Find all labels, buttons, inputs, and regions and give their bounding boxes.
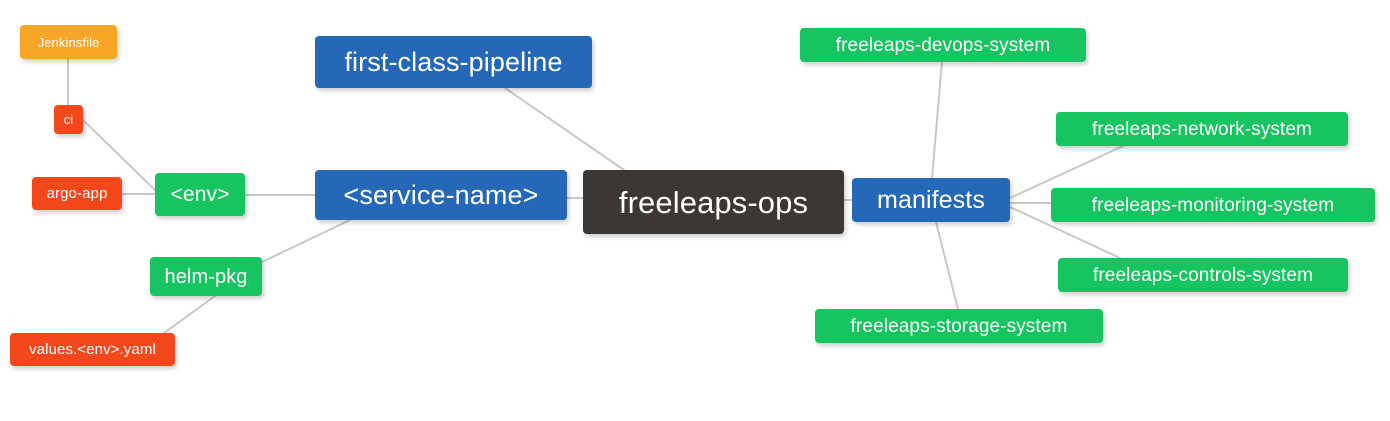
node-freeleaps-monitoring-system[interactable]: freeleaps-monitoring-system [1051, 188, 1375, 222]
node-label-freeleaps-storage-system: freeleaps-storage-system [850, 315, 1068, 337]
node-label-env: <env> [170, 183, 230, 206]
node-helm-pkg[interactable]: helm-pkg [150, 257, 262, 296]
edge-helm-pkg-to-service-name [261, 219, 351, 263]
node-freeleaps-ops[interactable]: freeleaps-ops [583, 170, 844, 234]
node-label-ci: ci [63, 112, 74, 127]
edge-manifests-to-freeleaps-storage-system [935, 221, 959, 310]
node-env[interactable]: <env> [155, 173, 245, 216]
edge-manifests-to-freeleaps-devops-system [931, 61, 943, 179]
node-label-helm-pkg: helm-pkg [164, 265, 248, 288]
edge-first-class-pipeline-to-freeleaps-ops [504, 87, 625, 171]
node-freeleaps-network-system[interactable]: freeleaps-network-system [1056, 112, 1348, 146]
node-label-freeleaps-network-system: freeleaps-network-system [1092, 118, 1312, 140]
node-first-class-pipeline[interactable]: first-class-pipeline [315, 36, 592, 88]
edge-values-env-yaml-to-helm-pkg [159, 295, 216, 337]
node-label-freeleaps-controls-system: freeleaps-controls-system [1092, 264, 1314, 286]
node-label-values-env-yaml: values.<env>.yaml [29, 341, 156, 358]
node-service-name[interactable]: <service-name> [315, 170, 567, 220]
node-label-freeleaps-ops: freeleaps-ops [618, 184, 809, 220]
node-label-freeleaps-monitoring-system: freeleaps-monitoring-system [1091, 194, 1335, 216]
node-argo-app[interactable]: argo-app [32, 177, 122, 210]
node-freeleaps-storage-system[interactable]: freeleaps-storage-system [815, 309, 1103, 343]
node-jenkinsfile[interactable]: Jenkinsfile [20, 25, 117, 59]
node-label-freeleaps-devops-system: freeleaps-devops-system [835, 34, 1051, 56]
node-label-manifests: manifests [877, 185, 985, 214]
node-ci[interactable]: ci [54, 105, 83, 134]
node-label-first-class-pipeline: first-class-pipeline [344, 46, 563, 77]
node-label-service-name: <service-name> [343, 179, 539, 210]
node-values-env-yaml[interactable]: values.<env>.yaml [10, 333, 175, 366]
node-label-jenkinsfile: Jenkinsfile [37, 34, 100, 50]
node-manifests[interactable]: manifests [852, 178, 1010, 222]
node-freeleaps-controls-system[interactable]: freeleaps-controls-system [1058, 258, 1348, 292]
node-label-argo-app: argo-app [46, 185, 108, 202]
node-freeleaps-devops-system[interactable]: freeleaps-devops-system [800, 28, 1086, 62]
